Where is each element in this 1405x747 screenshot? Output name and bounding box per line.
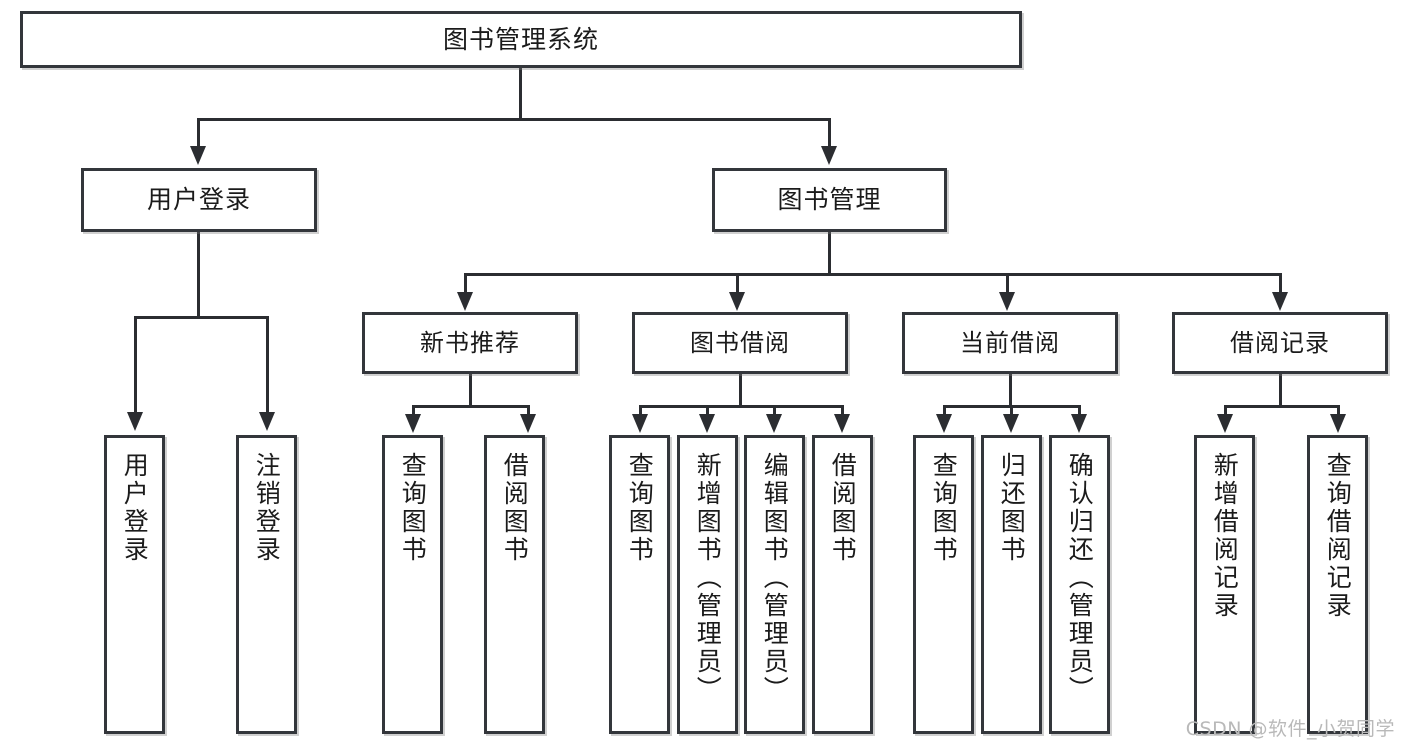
- node-section-book-borrow[interactable]: 图书借阅: [632, 312, 848, 374]
- edge-user-login-to-leaf-2: [266, 316, 269, 414]
- arrow-user-login-to-leaf-2: [259, 412, 275, 431]
- node-label: 图书管理系统: [442, 24, 599, 54]
- edge-book-management-to-current-borrow: [1006, 273, 1009, 294]
- edge-book-borrow-to-leaf-1: [639, 405, 642, 416]
- node-leaf-return-book[interactable]: 归还图书: [981, 435, 1042, 734]
- edge-borrow-record-bus: [1224, 405, 1340, 408]
- arrow-borrow-record-to-leaf-1: [1217, 414, 1233, 433]
- node-leaf-query-book-current[interactable]: 查询图书: [913, 435, 974, 734]
- node-label: 注销登录: [252, 452, 282, 564]
- edge-book-borrow-to-leaf-2: [706, 405, 709, 416]
- arrow-book-borrow-to-leaf-1: [632, 414, 648, 433]
- node-leaf-edit-book-admin[interactable]: 编辑图书（管理员）: [744, 435, 805, 734]
- node-branch-user-login[interactable]: 用户登录: [81, 168, 317, 232]
- edge-book-management-bus: [464, 273, 1282, 276]
- edge-user-login-bus: [134, 316, 266, 319]
- node-label: 确认归还（管理员）: [1065, 452, 1095, 704]
- node-label: 新增借阅记录: [1210, 452, 1240, 620]
- node-label: 图书管理: [777, 185, 882, 214]
- edge-user-login-to-leaf-1: [134, 316, 137, 414]
- arrow-book-borrow-to-leaf-2: [699, 414, 715, 433]
- arrow-current-borrow-to-leaf-3: [1071, 414, 1087, 433]
- edge-book-management-to-borrow-record: [1279, 273, 1282, 294]
- node-leaf-borrow-book[interactable]: 借阅图书: [812, 435, 873, 734]
- node-label: 编辑图书（管理员）: [760, 452, 790, 704]
- node-label: 借阅图书: [828, 452, 858, 564]
- node-label: 用户登录: [120, 452, 150, 564]
- edge-book-management-to-book-borrow: [736, 273, 739, 294]
- arrow-new-book-to-leaf-1: [405, 414, 421, 433]
- arrow-book-management-to-borrow-record: [1272, 292, 1288, 311]
- node-label: 图书借阅: [690, 328, 790, 357]
- arrow-current-borrow-to-leaf-1: [936, 414, 952, 433]
- edge-borrow-record-to-leaf-1: [1224, 405, 1227, 416]
- node-label: 查询图书: [398, 452, 428, 564]
- node-leaf-user-login[interactable]: 用户登录: [104, 435, 165, 734]
- node-label: 用户登录: [146, 185, 251, 214]
- edge-current-borrow-to-leaf-1: [943, 405, 946, 416]
- node-leaf-query-book-newbook[interactable]: 查询图书: [382, 435, 443, 734]
- watermark-text: CSDN @软件_小贺同学: [1185, 718, 1395, 740]
- edge-book-management-to-new-book: [464, 273, 467, 294]
- edge-root-bus: [197, 118, 831, 121]
- node-branch-book-management[interactable]: 图书管理: [712, 168, 947, 232]
- arrow-book-management-to-current-borrow: [999, 292, 1015, 311]
- edge-user-login-stem: [197, 232, 200, 316]
- edge-current-borrow-to-leaf-3: [1078, 405, 1081, 416]
- arrow-borrow-record-to-leaf-2: [1330, 414, 1346, 433]
- edge-new-book-bus: [412, 405, 527, 408]
- node-label: 新书推荐: [420, 328, 520, 357]
- arrow-current-borrow-to-leaf-2: [1003, 414, 1019, 433]
- node-leaf-query-borrow-record[interactable]: 查询借阅记录: [1307, 435, 1368, 734]
- edge-borrow-record-to-leaf-2: [1337, 405, 1340, 416]
- node-leaf-borrow-book-newbook[interactable]: 借阅图书: [484, 435, 545, 734]
- edge-new-book-stem: [469, 374, 472, 405]
- edge-current-borrow-stem: [1009, 374, 1012, 405]
- node-leaf-add-borrow-record[interactable]: 新增借阅记录: [1194, 435, 1255, 734]
- edge-root-to-user-login: [197, 118, 200, 148]
- edge-current-borrow-to-leaf-2: [1010, 405, 1013, 416]
- node-label: 新增图书（管理员）: [693, 452, 723, 704]
- node-label: 借阅记录: [1230, 328, 1330, 357]
- arrow-user-login-to-leaf-1: [127, 412, 143, 431]
- edge-book-borrow-stem: [739, 374, 742, 405]
- node-label: 查询图书: [625, 452, 655, 564]
- arrow-root-to-user-login: [190, 146, 206, 165]
- edge-new-book-to-leaf-2: [527, 405, 530, 416]
- arrow-book-management-to-book-borrow: [729, 292, 745, 311]
- node-leaf-confirm-return-admin[interactable]: 确认归还（管理员）: [1049, 435, 1110, 734]
- edge-root-stem: [519, 68, 522, 118]
- node-section-new-book-recommend[interactable]: 新书推荐: [362, 312, 578, 374]
- node-leaf-query-book-borrow[interactable]: 查询图书: [609, 435, 670, 734]
- edge-root-to-book-management: [828, 118, 831, 148]
- node-section-borrow-record[interactable]: 借阅记录: [1172, 312, 1388, 374]
- arrow-book-management-to-new-book: [457, 292, 473, 311]
- edge-book-borrow-to-leaf-3: [773, 405, 776, 416]
- edge-book-borrow-to-leaf-4: [841, 405, 844, 416]
- arrow-book-borrow-to-leaf-3: [766, 414, 782, 433]
- node-label: 查询图书: [929, 452, 959, 564]
- node-label: 查询借阅记录: [1323, 452, 1353, 620]
- node-leaf-logout[interactable]: 注销登录: [236, 435, 297, 734]
- node-root-book-management-system[interactable]: 图书管理系统: [20, 11, 1022, 68]
- arrow-root-to-book-management: [821, 146, 837, 165]
- edge-new-book-to-leaf-1: [412, 405, 415, 416]
- node-label: 当前借阅: [960, 328, 1060, 357]
- arrow-new-book-to-leaf-2: [520, 414, 536, 433]
- node-leaf-add-book-admin[interactable]: 新增图书（管理员）: [677, 435, 738, 734]
- edge-book-borrow-bus: [639, 405, 841, 408]
- node-label: 归还图书: [997, 452, 1027, 564]
- node-label: 借阅图书: [500, 452, 530, 564]
- edge-book-management-stem: [828, 232, 831, 273]
- edge-borrow-record-stem: [1279, 374, 1282, 405]
- arrow-book-borrow-to-leaf-4: [834, 414, 850, 433]
- node-section-current-borrow[interactable]: 当前借阅: [902, 312, 1118, 374]
